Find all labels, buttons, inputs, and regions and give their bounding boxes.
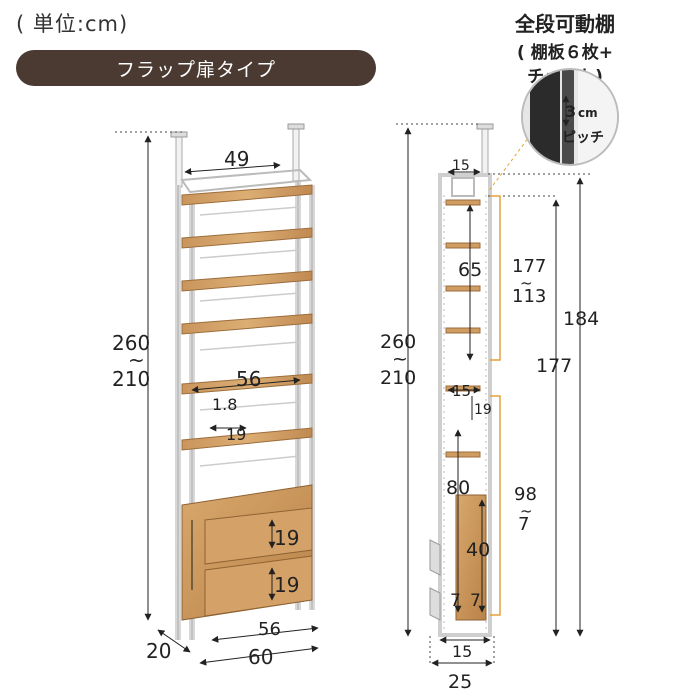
front-pole-cap-right [287,123,305,130]
note-line-1: ( 棚板６枚+ [517,43,613,63]
front-height-min: 210 [112,367,150,391]
side-flap-upper [429,539,441,576]
front-pole-right [292,125,300,182]
side-foot-b: 7 [470,591,481,611]
side-shelves [445,199,481,458]
side-foot-a: 7 [450,591,461,611]
side-adj2-max: 98 [514,484,537,505]
side-mid-gap: 19 [474,402,492,418]
type-label: フラップ扉タイプ [115,58,276,81]
unit-label: ( 単位:cm) [16,12,129,36]
side-adj1-sep: ~ [520,274,533,292]
side-bottom-depth: 15 [452,642,472,661]
side-total2: 184 [563,308,599,330]
front-height-sep: ~ [128,348,145,372]
front-height-max: 260 [112,331,150,355]
zoom-pitch-value: 3 [565,102,576,121]
front-width: 60 [248,645,273,669]
front-drawer2: 19 [274,573,299,597]
front-inner-width-arrow [191,377,301,393]
side-height-max: 260 [380,331,416,353]
side-bottom-total: 25 [448,671,472,693]
front-pole-left [175,131,183,188]
side-total1: 177 [536,355,572,377]
front-drawer1: 19 [274,526,299,550]
front-base-inner: 56 [258,619,281,640]
side-upper-inner: 65 [458,259,482,281]
type-banner: フラップ扉タイプ [16,50,376,86]
side-top-depth: 15 [452,158,470,174]
front-shelf-thick: 1.8 [212,395,237,414]
note-title: 全段可動棚 [515,12,615,36]
front-depth: 20 [146,639,171,663]
front-rack [170,123,315,640]
front-shelf-width-arrow [184,161,281,176]
front-pole-cap-left [170,131,188,138]
front-base-inner-arrow [211,625,319,643]
side-dimensions [396,123,590,667]
front-shelf-gap: 19 [226,425,246,444]
side-adj2-min: 7 [518,514,529,535]
side-flap-lower [429,587,441,621]
side-height-sep: ~ [392,348,408,370]
zoom-pitch-unit: cm [578,106,598,120]
side-adj1-bracket [490,195,501,361]
front-dimensions [115,131,319,666]
side-lower-inner: 80 [446,477,470,499]
front-back-wires [199,206,301,467]
side-height-min: 210 [380,367,416,389]
front-shelf-width: 49 [224,147,249,171]
side-lower-sub: 40 [466,539,490,561]
side-adj2-sep: ~ [520,502,533,520]
side-adj2-bracket [490,395,501,616]
front-chest [181,484,313,621]
front-width-arrow [199,645,319,666]
side-adj1-max: 177 [512,256,546,277]
side-mid-depth: 15 [452,382,471,400]
front-depth-arrow [157,629,191,653]
pitch-zoom [487,68,619,193]
side-adj1-min: 113 [512,286,546,307]
front-inner-width: 56 [236,367,261,391]
side-pole [481,125,489,177]
zoom-pitch-label: ピッチ [562,130,604,146]
